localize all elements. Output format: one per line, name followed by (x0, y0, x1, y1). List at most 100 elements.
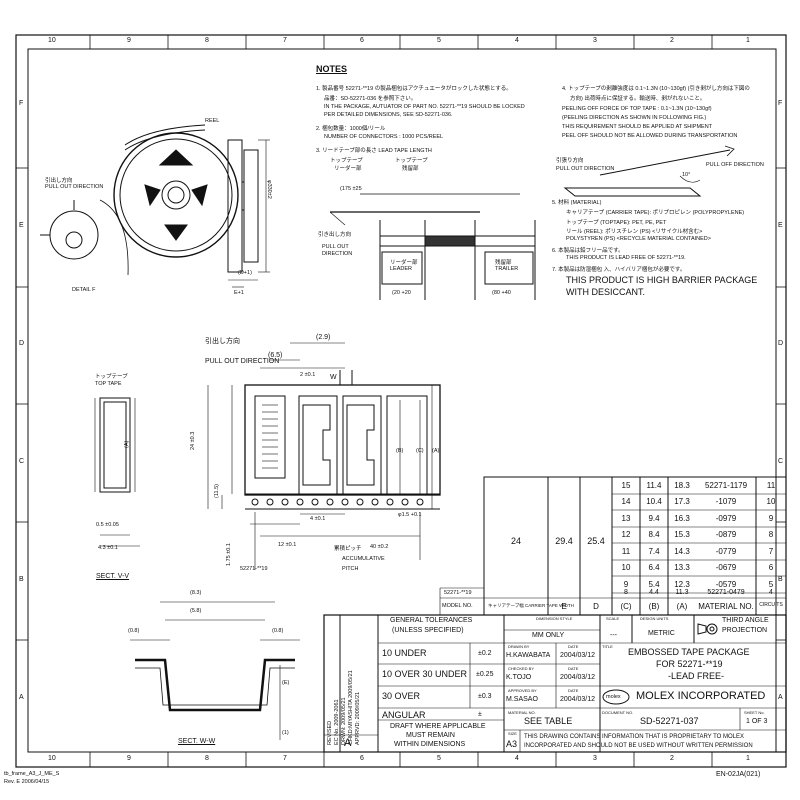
lt-trailer-jp: 残留部 (402, 166, 419, 172)
plan-c-dim: (C) (416, 448, 424, 454)
table-cell: 14 (621, 497, 631, 506)
frame-row-b: B (19, 576, 24, 583)
lt-leader-en: LEADER (390, 266, 413, 272)
proprietary-line-2: INCORPORATED AND SHOULD NOT BE USED WITH… (524, 743, 753, 749)
approved-by: M.SASAO (506, 696, 538, 703)
table-cell: 17.3 (674, 497, 690, 506)
checked-date-label: DATE (568, 666, 579, 671)
note3-line1: 3. リードテープ部の長さ LEAD TAPE LENGTH (316, 148, 432, 154)
frame-col-4: 4 (515, 37, 519, 44)
table-cell: 18.3 (674, 481, 690, 490)
sectw-title: SECT. W-W (178, 738, 216, 745)
peel-angle: 10° (682, 172, 691, 178)
title-line-2: FOR 52271-**19 (656, 659, 723, 669)
note5-line1: 5. 材料 (MATERIAL) (552, 200, 602, 206)
table-header-carrier: キャリアテープ幅 CARRIER TAPE WIDTH (488, 603, 574, 608)
lt-lead-jp: リーダー部 (390, 260, 418, 266)
table-header-c: (C) (620, 602, 632, 611)
frame-row-e: E (19, 222, 24, 229)
table-header-b: (B) (648, 602, 660, 611)
frame-col-bottom-8: 8 (205, 755, 209, 762)
plan-b-dim: (B) (396, 448, 404, 454)
approved-date: 2004/03/12 (560, 696, 596, 703)
peel-pull-off: PULL OFF DIRECTION (706, 162, 764, 168)
frame-col-3: 3 (593, 37, 597, 44)
table-cell: 11.3 (675, 589, 689, 596)
note1-line3: IN THE PACKAGE, AUTUATOR OF PART NO. 522… (324, 104, 525, 110)
frame-col-bottom-1: 1 (746, 755, 750, 762)
frame-col-7: 7 (283, 37, 287, 44)
frame-row-e-right: E (778, 222, 783, 229)
table-common-24: 24 (510, 536, 521, 546)
sheet-no: 1 OF 3 (746, 718, 768, 725)
table-cell: 6.4 (648, 563, 660, 572)
company-name: MOLEX INCORPORATED (636, 690, 766, 702)
size-value: A3 (506, 739, 518, 749)
plan-a-dim: (A) (432, 448, 440, 454)
note4-line1: 4. トップテープの剥離強度は 0.1~1.3N (10~130gf) (引き剥… (562, 86, 750, 92)
molex-logo: molex (606, 694, 621, 700)
frame-row-a: A (19, 694, 24, 701)
table-cell: -0579 (715, 580, 737, 589)
lt-trailer-en: TRAILER (495, 266, 519, 272)
table-cell: 10 (621, 563, 631, 572)
sheet-label: SHEET No. (744, 710, 765, 715)
note4-line4: (PEELING DIRECTION AS SHOWN IN FOLLOWING… (562, 115, 707, 121)
lt-trail-jp: 残留部 (495, 260, 512, 266)
reel-d1-dim: (D+1) (238, 270, 252, 276)
table-cell: -1079 (715, 497, 737, 506)
scale-value: --- (610, 632, 617, 639)
table-cell: 15.3 (674, 530, 690, 539)
table-cell: 13.3 (674, 563, 690, 572)
note2-line2: NUMBER OF CONNECTORS : 1000 PCS/REEL (324, 134, 444, 140)
table-cell: 9.4 (648, 514, 660, 523)
mm-only: MM ONLY (532, 632, 565, 639)
plan-24-dim: 24 ±0.3 (190, 431, 196, 450)
table-cell: 4 (769, 589, 773, 596)
sectw-e-dim: (E) (282, 680, 290, 686)
note4-line3: PEELING OFF FORCE OF TOP TAPE : 0.1~1.3N… (562, 106, 712, 112)
lt-80-dim: (80 +40 (492, 290, 511, 296)
tol-row-3-val: ±0.3 (478, 693, 492, 700)
frame-col-bottom-5: 5 (437, 755, 441, 762)
table-cell: 7.4 (648, 547, 660, 556)
title-line-1: EMBOSSED TAPE PACKAGE (628, 647, 750, 657)
frame-row-a-right: A (778, 694, 783, 701)
table-cell: 15 (621, 481, 631, 490)
plan-115-dim: (11.5) (214, 484, 220, 498)
design-units-label: DESIGN UNITS (640, 616, 669, 621)
checked-date: 2004/03/12 (560, 674, 596, 681)
frame-col-bottom-4: 4 (515, 755, 519, 762)
table-cell: 12.3 (674, 580, 690, 589)
plan-accumulative-1: ACCUMULATIVE (342, 556, 385, 562)
table-header-part: 52271-**19 (444, 590, 472, 596)
tol-row-2: 10 OVER 30 UNDER (382, 669, 468, 679)
drawn-date: 2004/03/12 (560, 652, 596, 659)
size-label: SIZE (508, 731, 517, 736)
title-label: TITLE (602, 644, 613, 649)
frame-row-c-right: C (778, 458, 784, 465)
footer-frame-name: tb_frame_A3_J_ME_S (4, 771, 60, 777)
lt-pull-dir-jp: 引き出し方向 (318, 232, 352, 238)
detail-f-label: DETAIL F (72, 287, 96, 293)
note4-line6: PEEL OFF SHOULD NOT BE ALLOWED DURING TR… (562, 133, 738, 139)
sectw-58-dim: (5.8) (190, 608, 202, 614)
frame-row-c: C (19, 458, 25, 465)
draft-line-1: DRAFT WHERE APPLICABLE (390, 723, 486, 730)
third-angle-2: PROJECTION (722, 627, 768, 634)
lt-20-dim: (20 +20 (392, 290, 411, 296)
plan-pull-out-en: PULL OUT DIRECTION (205, 358, 280, 365)
tol-row-2-val: ±0.25 (476, 671, 494, 678)
table-cell: -0879 (715, 530, 737, 539)
table-cell: 11 (621, 547, 631, 556)
table-cell: -0779 (715, 547, 737, 556)
plan-12-dim: 12 ±0.1 (278, 542, 297, 548)
sectv-a-dim: (A) (124, 440, 130, 448)
table-common-254: 25.4 (587, 536, 605, 546)
table-common-294: 29.4 (555, 536, 573, 546)
draft-line-3: WITHIN DIMENSIONS (394, 741, 466, 748)
table-header-d: D (593, 602, 599, 611)
reel-pull-out-en: PULL OUT DIRECTION (45, 184, 104, 190)
note7-line2: THIS PRODUCT IS HIGH BARRIER PACKAGE (566, 275, 758, 285)
